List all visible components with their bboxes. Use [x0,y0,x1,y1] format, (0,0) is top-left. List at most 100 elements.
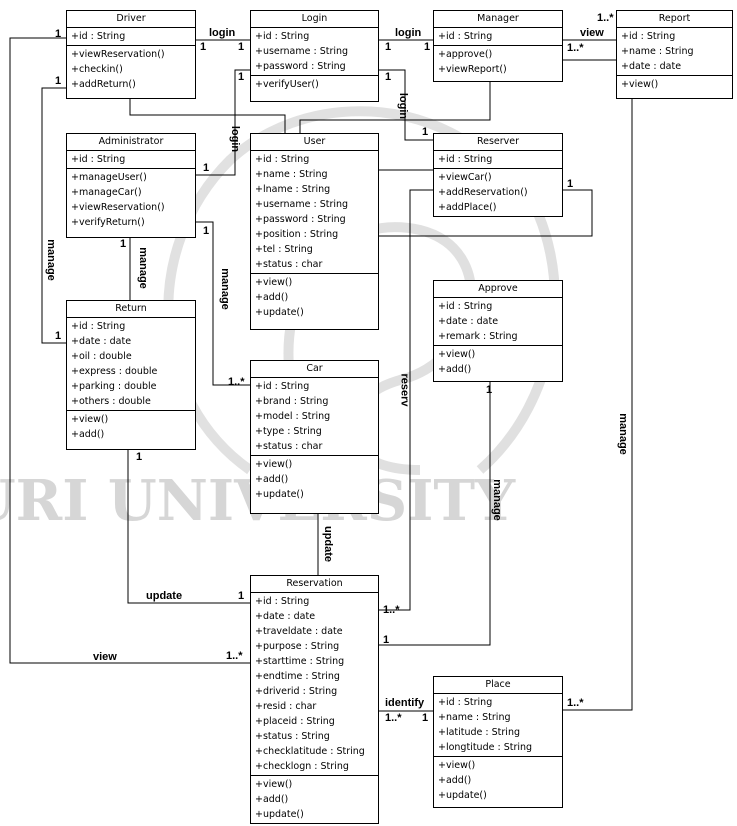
class-reserver-name: Reserver [434,134,562,151]
association-label-update: update [322,525,335,563]
class-place: Place +id : String +name : String +latit… [433,676,563,808]
class-administrator: Administrator +id : String +manageUser()… [66,133,196,238]
class-driver-name: Driver [67,11,195,28]
class-car-attr: +brand : String [255,396,329,407]
class-reserver-attr: +id : String [438,154,493,165]
class-driver: Driver +id : String +viewReservation() +… [66,10,196,99]
multiplicity: 1 [55,330,62,342]
class-approve-attr: +remark : String [438,331,518,342]
driver-reservation-line [9,37,250,664]
class-report-attr: +id : String [621,31,676,42]
reserver-view-line [378,189,593,237]
association-label-view: view [93,651,117,663]
multiplicity: 1..* [383,604,400,616]
class-report-attributes: +id : String +name : String +date : date [617,28,732,76]
class-reservation-attr: +resid : char [255,701,317,712]
association-label-manage: manage [616,413,629,455]
association-label-manage: manage [136,247,149,289]
class-car-attributes: +id : String +brand : String +model : St… [251,378,378,456]
class-reservation-attr: +driverid : String [255,686,338,697]
class-login-attributes: +id : String +username : String +passwor… [251,28,378,76]
multiplicity: 1 [385,71,392,83]
class-driver-method: +addReturn() [71,79,136,90]
class-user-name: User [251,134,378,151]
class-return-attributes: +id : String +date : date +oil : double … [67,318,195,411]
class-car-attr: +status : char [255,441,323,452]
class-administrator-methods: +manageUser() +manageCar() +viewReservat… [67,169,195,231]
class-car-method: +add() [255,474,289,485]
class-user-attr: +lname : String [255,184,331,195]
class-place-attr: +latitude : String [438,727,520,738]
class-return-attr: +express : double [71,366,158,377]
class-reservation-method: +view() [255,779,293,790]
class-report-methods: +view() [617,76,732,93]
multiplicity: 1 [486,384,493,396]
class-user-attr: +password : String [255,214,346,225]
multiplicity: 1 [203,162,210,174]
class-report-attr: +name : String [621,46,694,57]
class-approve-method: +add() [438,364,472,375]
class-reserver-methods: +viewCar() +addReservation() +addPlace() [434,169,562,216]
class-reservation-attr: +endtime : String [255,671,340,682]
class-place-method: +update() [438,790,487,801]
manager-user-line [299,80,491,133]
class-report-attr: +date : date [621,61,682,72]
multiplicity: 1 [203,225,210,237]
class-reservation-method: +add() [255,794,289,805]
class-administrator-attr: +id : String [71,154,126,165]
class-return-attr: +date : date [71,336,132,347]
association-label-identify: identify [385,697,425,709]
multiplicity: 1..* [567,697,584,709]
class-reservation-attr: +status : String [255,731,330,742]
class-reserver: Reserver +id : String +viewCar() +addRes… [433,133,563,217]
class-reservation-attr: +traveldate : date [255,626,343,637]
class-place-method: +add() [438,775,472,786]
class-driver-method: +checkin() [71,64,123,75]
class-return: Return +id : String +date : date +oil : … [66,300,196,450]
class-login-methods: +verifyUser() [251,76,378,93]
class-place-methods: +view() +add() +update() [434,757,562,804]
class-user-attr: +username : String [255,199,349,210]
multiplicity: 1 [385,41,392,53]
class-login-name: Login [251,11,378,28]
class-reservation-attr: +checklatitude : String [255,746,365,757]
class-return-method: +add() [71,429,105,440]
class-return-attr: +oil : double [71,351,132,362]
class-driver-attributes: +id : String [67,28,195,46]
class-administrator-method: +verifyReturn() [71,217,145,228]
class-administrator-attributes: +id : String [67,151,195,169]
return-reservation-line [127,448,250,604]
class-car: Car +id : String +brand : String +model … [250,360,379,514]
login-administrator-line [195,69,250,176]
class-reservation: Reservation +id : String +date : date +t… [250,575,379,824]
class-login-attr: +username : String [255,46,349,57]
multiplicity: 1 [383,634,390,646]
association-label-login: login [209,27,236,39]
administrator-car-line [195,221,250,386]
class-report-method: +view() [621,79,659,90]
class-return-name: Return [67,301,195,318]
class-user-attr: +status : char [255,259,323,270]
association-label-login: login [229,125,242,153]
class-car-method: +view() [255,459,293,470]
class-place-name: Place [434,677,562,694]
class-reservation-attributes: +id : String +date : date +traveldate : … [251,593,378,776]
class-reserver-attributes: +id : String [434,151,562,169]
class-return-methods: +view() +add() [67,411,195,443]
class-place-attr: +name : String [438,712,511,723]
multiplicity: 1 [200,41,207,53]
class-manager-name: Manager [434,11,562,28]
multiplicity: 1..* [226,650,243,662]
manager-place-line [562,59,633,711]
class-driver-method: +viewReservation() [71,49,165,60]
association-label-update: update [146,590,183,602]
class-administrator-name: Administrator [67,134,195,151]
class-place-attr: +longtitude : String [438,742,533,753]
multiplicity: 1..* [597,12,614,24]
multiplicity: 1 [136,451,143,463]
class-login-attr: +password : String [255,61,346,72]
class-approve-attributes: +id : String +date : date +remark : Stri… [434,298,562,346]
class-car-name: Car [251,361,378,378]
